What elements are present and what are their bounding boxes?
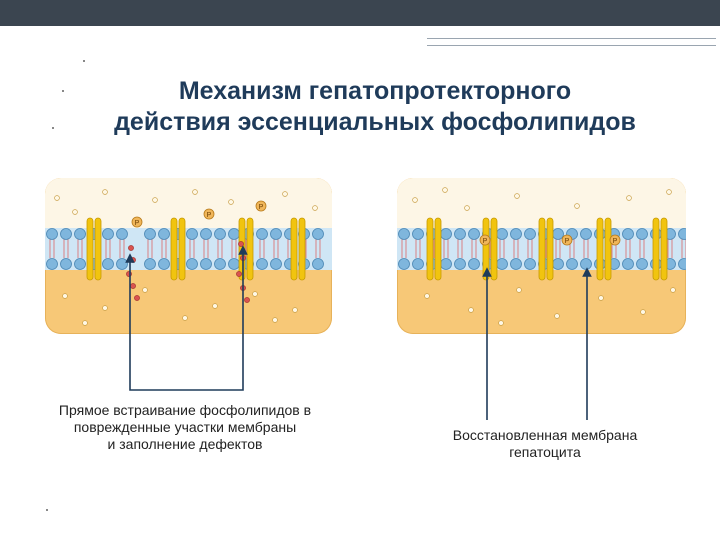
right-caption-line-2: гепатоцита [405,444,685,461]
right-caption-line-1: Восстановленная мембрана [405,427,685,444]
left-caption-line-1: Прямое встраивание фосфолипидов в [20,402,350,419]
left-arrow-connector [130,250,243,390]
left-caption-line-2: поврежденные участки мембраны [20,419,350,436]
right-caption: Восстановленная мембрана гепатоцита [405,427,685,461]
left-caption: Прямое встраивание фосфолипидов в повреж… [20,402,350,453]
left-caption-line-3: и заполнение дефектов [20,436,350,453]
